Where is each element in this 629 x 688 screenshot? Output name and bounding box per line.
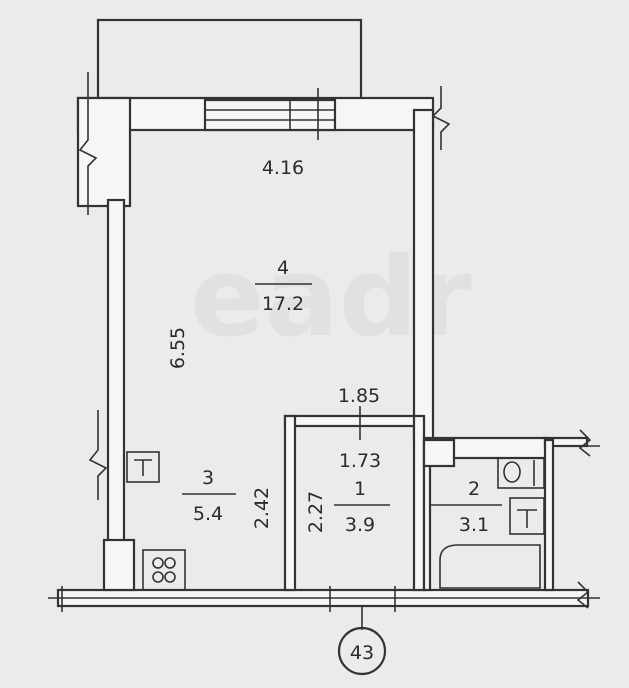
dimension-left-height: 6.55	[167, 327, 189, 369]
svg-text:5.4: 5.4	[193, 503, 223, 525]
bathtub-icon	[439, 544, 541, 589]
axis-marker: 43	[337, 606, 387, 676]
room-1-label: 1 3.9	[334, 478, 390, 536]
svg-text:3: 3	[202, 467, 214, 489]
stove-icon	[142, 549, 186, 591]
svg-text:1: 1	[354, 478, 366, 500]
room-2-label: 2 3.1	[430, 478, 502, 536]
dimension-top-width: 4.16	[262, 157, 304, 179]
axis-marker-label: 43	[350, 642, 374, 664]
room-4-label: 4 17.2	[255, 257, 312, 315]
break-lines	[48, 72, 600, 612]
svg-text:4: 4	[277, 257, 289, 279]
dimension-kitchen-height: 2.42	[251, 487, 273, 529]
sink-icon	[509, 497, 545, 535]
svg-text:2: 2	[468, 478, 480, 500]
dimension-bath-width: 1.73	[339, 450, 381, 472]
svg-text:17.2: 17.2	[262, 293, 304, 315]
toilet-icon	[497, 457, 545, 489]
room-3-label: 3 5.4	[182, 467, 236, 525]
dimension-hall-height: 2.27	[305, 491, 327, 533]
svg-text:3.9: 3.9	[345, 514, 375, 536]
interior-walls	[283, 414, 456, 592]
dimension-corridor-width: 1.85	[338, 385, 380, 407]
sink-icon	[126, 451, 160, 483]
svg-text:3.1: 3.1	[459, 514, 489, 536]
